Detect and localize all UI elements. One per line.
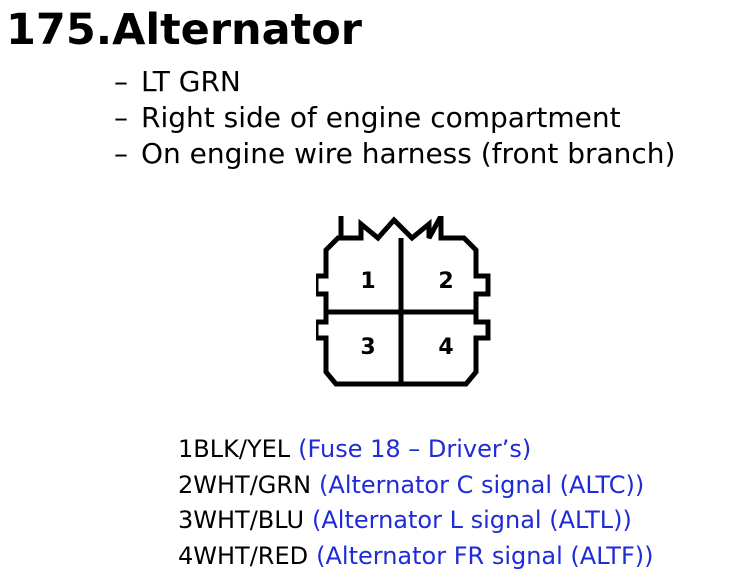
detail-item: –Right side of engine compartment xyxy=(114,100,675,136)
pin-row: 2WHT/GRN(Alternator C signal (ALTC)) xyxy=(178,468,653,504)
pin-list: 1BLK/YEL(Fuse 18 – Driver’s) 2WHT/GRN(Al… xyxy=(178,432,653,574)
pin-row: 3WHT/BLU(Alternator L signal (ALTL)) xyxy=(178,503,653,539)
wire-color: WHT/RED xyxy=(193,541,309,570)
pin-label-4: 4 xyxy=(438,335,453,360)
dash-marker: – xyxy=(114,137,128,170)
pin-description: (Fuse 18 – Driver’s) xyxy=(298,435,532,463)
pin-label-3: 3 xyxy=(360,335,375,360)
pin-description: (Alternator L signal (ALTL)) xyxy=(312,506,632,534)
wire-color: WHT/GRN xyxy=(193,470,312,499)
wire-color: BLK/YEL xyxy=(193,435,291,463)
pin-number: 3 xyxy=(178,506,194,534)
pin-number: 2 xyxy=(178,470,194,499)
pin-description: (Alternator FR signal (ALTF)) xyxy=(316,541,654,570)
dash-marker: – xyxy=(114,101,128,134)
pin-row: 1BLK/YEL(Fuse 18 – Driver’s) xyxy=(178,432,653,468)
detail-item: –On engine wire harness (front branch) xyxy=(114,136,675,172)
page-title: 175.Alternator xyxy=(6,5,362,55)
detail-text: Right side of engine compartment xyxy=(141,101,621,134)
detail-item: –LT GRN xyxy=(114,64,675,100)
pin-label-2: 2 xyxy=(438,269,453,294)
pin-row: 4WHT/RED(Alternator FR signal (ALTF)) xyxy=(178,539,653,575)
wire-color: WHT/BLU xyxy=(193,506,305,534)
component-details: –LT GRN –Right side of engine compartmen… xyxy=(114,64,675,172)
detail-text: On engine wire harness (front branch) xyxy=(141,137,676,170)
connector-outline xyxy=(316,216,491,387)
pin-description: (Alternator C signal (ALTC)) xyxy=(319,470,645,499)
connector-diagram: 1 2 3 4 xyxy=(316,216,491,387)
dash-marker: – xyxy=(114,65,128,98)
pin-number: 4 xyxy=(178,541,194,570)
pin-label-1: 1 xyxy=(360,269,375,294)
detail-text: LT GRN xyxy=(141,65,241,98)
pin-number: 1 xyxy=(178,435,194,463)
